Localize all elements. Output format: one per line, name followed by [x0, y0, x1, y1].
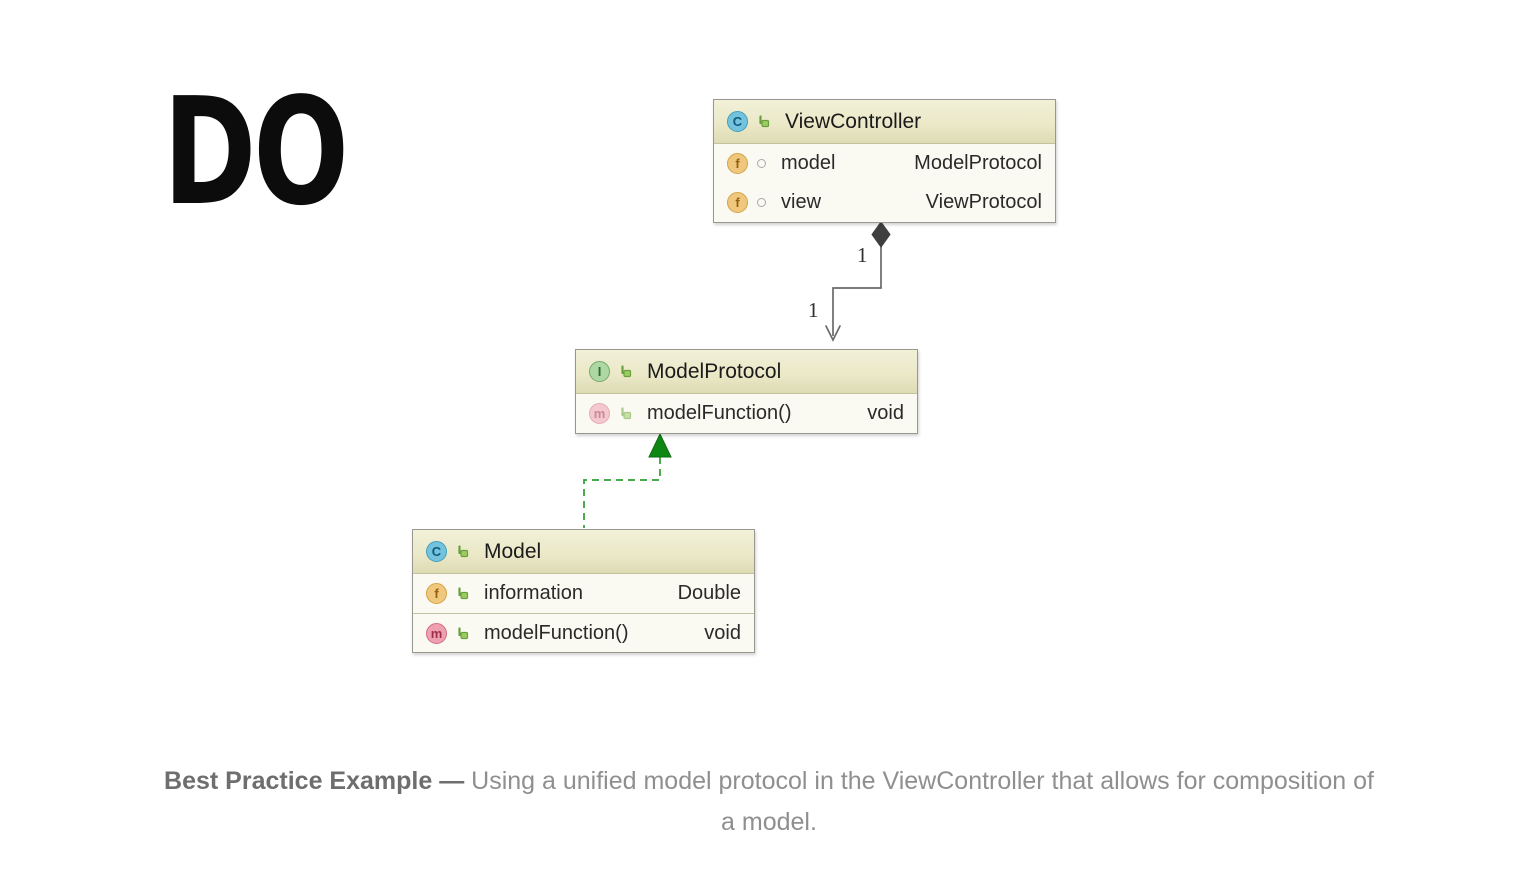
- method-icon: m: [589, 403, 610, 424]
- composition-diamond-icon: [871, 221, 891, 248]
- class-title: ViewController: [785, 109, 922, 133]
- key-icon: [621, 407, 632, 420]
- key-icon: [458, 587, 469, 600]
- multiplicity-label: 1: [808, 298, 819, 322]
- class-header: C ViewController: [714, 100, 1055, 144]
- arrowhead-icon: [825, 325, 841, 342]
- member-name: information: [484, 582, 583, 604]
- member-type: ViewProtocol: [925, 191, 1042, 213]
- key-icon: [458, 545, 469, 558]
- interface-icon: I: [589, 361, 610, 382]
- field-icon: f: [727, 192, 748, 213]
- member-type: ModelProtocol: [914, 152, 1042, 174]
- member-row: m modelFunction() void: [576, 394, 917, 433]
- realization-edge: [583, 432, 672, 528]
- member-row: f information Double: [413, 574, 754, 613]
- class-icon: C: [426, 541, 447, 562]
- member-type: Double: [677, 582, 741, 604]
- interface-header: I ModelProtocol: [576, 350, 917, 394]
- member-row: f view ViewProtocol: [714, 183, 1055, 222]
- caption-lead: Best Practice Example —: [164, 767, 465, 795]
- class-icon: C: [727, 111, 748, 132]
- realization-triangle-icon: [648, 432, 672, 458]
- figure-caption: Best Practice Example — Using a unified …: [0, 761, 1538, 842]
- caption-line2: a model.: [721, 807, 817, 836]
- member-type: void: [704, 621, 741, 644]
- circle-outline-icon: [757, 159, 766, 168]
- key-icon: [759, 115, 770, 128]
- class-box-model: C Model f information Double m modelFunc…: [412, 529, 755, 653]
- class-box-viewcontroller: C ViewController f model ModelProtocol f…: [713, 99, 1056, 223]
- member-row: m modelFunction() void: [413, 613, 754, 652]
- circle-outline-icon: [757, 198, 766, 207]
- key-icon: [621, 365, 632, 378]
- composition-edge: [825, 221, 891, 342]
- method-icon: m: [426, 622, 447, 644]
- interface-title: ModelProtocol: [647, 359, 782, 383]
- member-row: f model ModelProtocol: [714, 144, 1055, 183]
- do-heading: DO: [163, 66, 349, 238]
- member-name: modelFunction(): [484, 621, 629, 644]
- member-type: void: [867, 402, 904, 424]
- member-name: model: [781, 152, 836, 174]
- caption-line1: Using a unified model protocol in the Vi…: [464, 767, 1374, 795]
- interface-box-modelprotocol: I ModelProtocol m modelFunction() void: [575, 349, 918, 434]
- member-name: modelFunction(): [647, 402, 792, 424]
- key-icon: [458, 626, 469, 639]
- class-title: Model: [484, 539, 542, 563]
- field-icon: f: [426, 583, 447, 604]
- multiplicity-label: 1: [857, 243, 868, 267]
- class-header: C Model: [413, 530, 754, 574]
- realization-dashed-line: [583, 457, 661, 528]
- member-name: view: [781, 191, 822, 213]
- field-icon: f: [727, 153, 748, 174]
